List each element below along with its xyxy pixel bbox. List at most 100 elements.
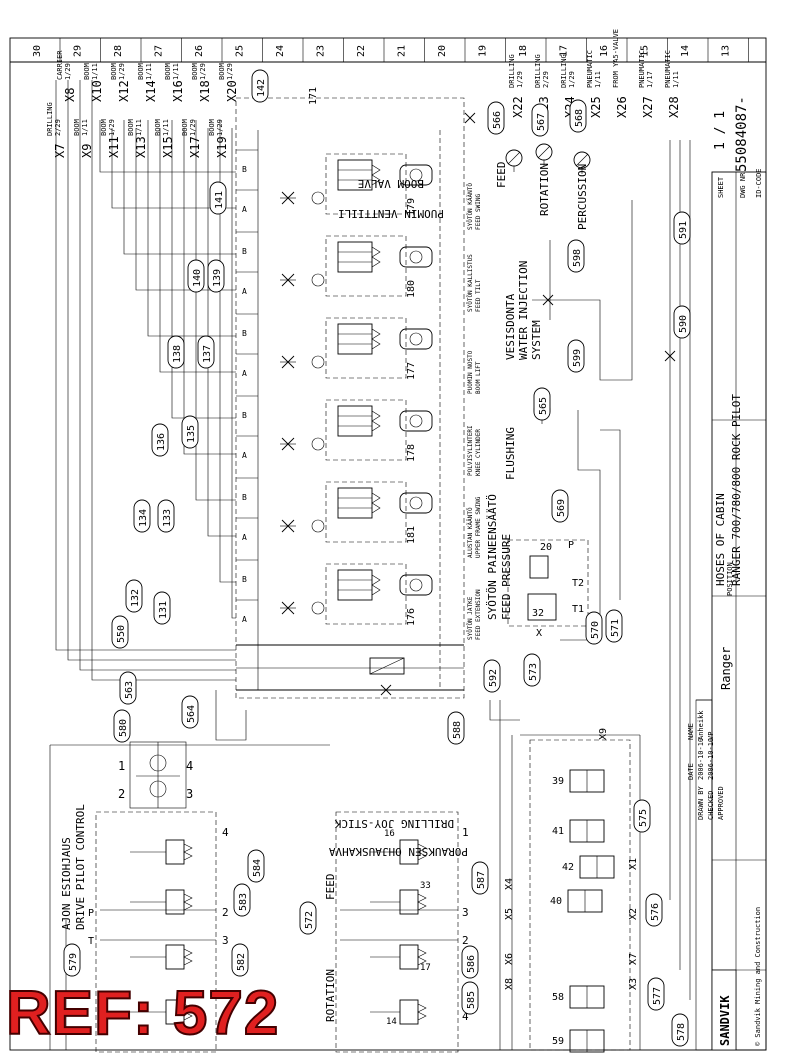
connector-id: X28 — [667, 96, 681, 118]
grid-number: 27 — [154, 45, 165, 57]
connector-label: CARRIER — [56, 50, 64, 80]
drive-pilot-title-en: DRIVE PILOT CONTROL — [74, 804, 87, 930]
svg-text:20: 20 — [540, 542, 552, 553]
hose-ref-565: 565 — [533, 387, 551, 421]
flushing-label: FLUSHING — [504, 427, 517, 480]
hose-ref-577: 577 — [647, 977, 665, 1011]
hose-ref-number: 598 — [572, 249, 583, 267]
connector-label: PNEUMATIC — [586, 50, 594, 88]
sheet-value: 1 / 1 — [713, 111, 728, 150]
hose-ref-133: 133 — [157, 499, 175, 533]
connector-label: DRILLING — [534, 54, 542, 88]
connector-label: BOOM — [218, 63, 226, 80]
connector-page: 1/29 — [118, 63, 126, 80]
svg-text:B: B — [242, 493, 247, 502]
svg-text:T: T — [88, 936, 94, 947]
svg-text:T1: T1 — [572, 604, 584, 615]
id-code-label: ID-CODE — [755, 168, 763, 198]
connector-id: X10 — [90, 80, 104, 102]
boom-valve-title-fi: PUOMIN VENTTIILI — [338, 207, 444, 220]
hose-ref-571: 571 — [605, 609, 623, 643]
svg-text:59: 59 — [552, 1036, 564, 1047]
position-label: POSITION — [726, 562, 734, 596]
spool-name-fi: PUOMIN NOSTO — [467, 350, 474, 394]
hose-ref-566: 566 — [487, 101, 505, 135]
connector-id: X19 — [215, 136, 229, 158]
spool-name-fi: SYÖTÖN KÄÄNTÖ — [467, 183, 474, 230]
drawn-date: 2006-10-10 — [697, 738, 705, 780]
hose-ref-587: 587 — [471, 861, 489, 895]
connector-label: BOOM — [208, 119, 216, 136]
connector-page: 1/29 — [189, 119, 197, 136]
hose-ref-585: 585 — [461, 981, 479, 1015]
svg-text:B: B — [242, 165, 247, 174]
spool-name-en: KNEE CYLINDER — [475, 429, 482, 476]
hose-ref-590: 590 — [673, 305, 691, 339]
hose-ref-number: 134 — [138, 509, 149, 527]
svg-text:X: X — [536, 628, 542, 639]
hose-ref-number: 572 — [304, 911, 315, 929]
connector-label: BOOM — [83, 63, 91, 80]
connector-page: 1/29 — [199, 63, 207, 80]
hose-ref-number: 141 — [214, 191, 225, 209]
svg-text:B: B — [242, 247, 247, 256]
connector-id: X16 — [171, 80, 185, 102]
drive-pilot-block — [95, 811, 217, 1053]
connector-page: 1/11 — [594, 71, 602, 88]
connector-id: X25 — [589, 96, 603, 118]
gauge-feed-label: FEED — [495, 162, 508, 189]
hose-ref-number: 585 — [466, 991, 477, 1009]
product-name: Ranger — [719, 647, 733, 690]
connector-page: 1/11 — [145, 63, 153, 80]
connector-label: BOOM — [164, 63, 172, 80]
hose-ref-number: 138 — [172, 345, 183, 363]
hose-ref-number: 582 — [236, 953, 247, 971]
grid-number: 26 — [194, 45, 205, 57]
connector-id: X11 — [107, 136, 121, 158]
connector-id: X27 — [641, 96, 655, 118]
connector-id: X12 — [117, 80, 131, 102]
connector-page: 1/11 — [135, 119, 143, 136]
drive-pilot-title-fi: AJON ESIOHJAUS — [60, 837, 73, 930]
connector-page: 1/29 — [226, 63, 234, 80]
connector-page: 1/29 — [568, 71, 576, 88]
hose-ref-number: 137 — [202, 345, 213, 363]
hose-ref-138: 138 — [167, 335, 185, 369]
hose-ref-number: 565 — [538, 397, 549, 415]
hose-ref-599: 599 — [567, 339, 585, 373]
connector-id: X22 — [511, 96, 525, 118]
hose-ref-583: 583 — [233, 883, 251, 917]
spool-number: 179 — [406, 198, 417, 216]
hose-ref-591: 591 — [673, 211, 691, 245]
drilling-joystick-block — [335, 811, 459, 1053]
connector-label: PNEUMATIC — [664, 50, 672, 88]
port-label: X9 — [598, 728, 609, 740]
connector-id: X26 — [615, 96, 629, 118]
boom-valve-title-en: BOOM VALVE — [358, 177, 424, 190]
connector-label: BOOM — [73, 119, 81, 136]
hose-ref-number: 139 — [212, 269, 223, 287]
boom-valve-block-number: 171 — [308, 87, 319, 105]
valve-port-lines — [99, 120, 258, 619]
hose-ref-number: 570 — [590, 621, 601, 639]
svg-text:14: 14 — [386, 1017, 397, 1027]
port-label: X7 — [628, 953, 639, 965]
connector-id: X13 — [134, 136, 148, 158]
svg-text:39: 39 — [552, 776, 564, 787]
hose-ref-number: 579 — [68, 953, 79, 971]
grid-number: 13 — [721, 45, 732, 57]
hose-ref-number: 587 — [476, 871, 487, 889]
connector-page: 1/29 — [108, 119, 116, 136]
hose-ref-586: 586 — [461, 945, 479, 979]
hose-ref-580: 580 — [113, 709, 131, 743]
